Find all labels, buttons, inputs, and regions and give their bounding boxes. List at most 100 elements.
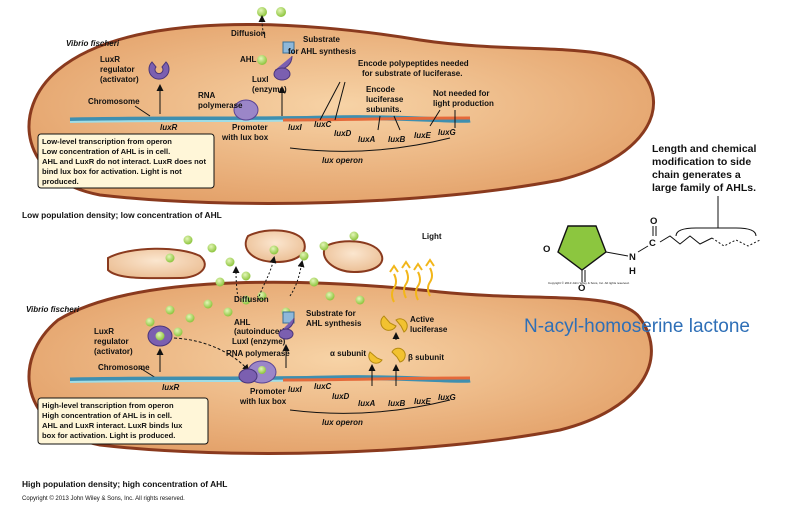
bottom-gene-luxB: luxB: [388, 399, 406, 408]
modification-line-2: modification to side: [652, 156, 751, 168]
modification-line-4: large family of AHLs.: [652, 182, 756, 194]
top-rnapol-label-1: RNA: [198, 91, 216, 100]
atom-c: C: [649, 238, 656, 249]
top-luxi-label-1: LuxI: [252, 75, 268, 84]
top-diffusion-label: Diffusion: [231, 29, 266, 38]
top-encode-poly-1: Encode polypeptides needed: [358, 59, 469, 68]
modification-line-3: chain generates a: [652, 169, 741, 181]
light-rays: [389, 258, 435, 303]
top-luxi-label-2: (enzyme): [252, 85, 287, 94]
copyright: Copyright © 2013 John Wiley & Sons, Inc.…: [22, 495, 185, 502]
bottom-gene-luxD: luxD: [332, 392, 350, 401]
bottom-gene-luxE: luxE: [414, 397, 432, 406]
top-promoter-2: with lux box: [221, 133, 269, 142]
top-luxr-label-3: (activator): [100, 75, 139, 84]
modification-line-1: Length and chemical: [652, 143, 757, 155]
bottom-substrate-1: Substrate for: [306, 309, 356, 318]
bottom-promoter-1: Promoter: [250, 387, 286, 396]
substrate-square: [282, 41, 295, 54]
top-not-needed-2: light production: [433, 99, 494, 108]
bottom-gene-luxR: luxR: [162, 383, 180, 392]
top-luxr-label-2: regulator: [100, 65, 135, 74]
bottom-rnapol-label: RNA polymerase: [226, 349, 290, 358]
bottom-organism-label: Vibrio fischeri: [26, 305, 80, 314]
top-not-needed-1: Not needed for: [433, 89, 489, 98]
top-chromosome-label: Chromosome: [88, 97, 140, 106]
bottom-box-line-1: High-level transcription from operon: [42, 401, 174, 410]
luxr-bound: [238, 368, 258, 384]
bottom-chromosome-label: Chromosome: [98, 363, 150, 372]
bottom-info-box: [37, 397, 209, 445]
ahl-structure: Length and chemical modification to side…: [524, 143, 761, 337]
bottom-gene-luxA: luxA: [358, 399, 376, 408]
bottom-gene-luxI: luxI: [288, 385, 303, 394]
bottom-box-line-2: High concentration of AHL is in cell.: [42, 411, 172, 420]
bottom-substrate-2: AHL synthesis: [306, 319, 362, 328]
bottom-gene-luxG: luxG: [438, 393, 456, 402]
top-promoter-1: Promoter: [232, 123, 268, 132]
top-rnapol-label-2: polymerase: [198, 101, 243, 110]
top-luxr-label-1: LuxR: [100, 55, 120, 64]
bottom-ahl-1: AHL: [234, 318, 251, 327]
top-box-line-2: Low concentration of AHL is in cell.: [42, 147, 170, 156]
top-box-line-1: Low-level transcription from operon: [42, 137, 172, 146]
bottom-gene-luxC: luxC: [314, 382, 332, 391]
top-gene-luxI: luxI: [288, 123, 303, 132]
light-label: Light: [422, 232, 442, 241]
bottom-luxr-3: (activator): [94, 347, 133, 356]
active-luc-2: luciferase: [410, 325, 448, 334]
top-info-box: [37, 133, 215, 189]
top-panel: Vibrio fischeri Diffusion Substrate for …: [22, 7, 656, 220]
neighbor-cell: [107, 247, 206, 280]
bottom-luxr-2: regulator: [94, 337, 129, 346]
molecule-title: N-acyl-homoserine lactone: [524, 316, 750, 337]
atom-h: H: [629, 266, 636, 277]
atom-o-amide: O: [650, 216, 657, 227]
top-gene-luxC: luxC: [314, 120, 332, 129]
small-copyright: Copyright © 2013 John Wiley & Sons, Inc.…: [548, 281, 630, 285]
bottom-luxi-label: LuxI (enzyme): [232, 337, 286, 346]
top-substrate-label-1: Substrate: [303, 35, 340, 44]
active-luciferase: [380, 315, 397, 331]
bottom-panel: Vibrio fischeri: [22, 229, 653, 502]
active-luc-1: Active: [410, 315, 435, 324]
bottom-promoter-2: with lux box: [239, 397, 287, 406]
atom-o-ring: O: [543, 244, 550, 255]
side-chain-brace: [675, 227, 757, 237]
neighbor-cell: [323, 240, 384, 274]
top-encode-poly-2: for substrate of luciferase.: [362, 69, 462, 78]
bottom-box-line-4: box for activation. Light is produced.: [42, 431, 175, 440]
top-caption: Low population density; low concentratio…: [22, 210, 222, 220]
top-gene-luxA: luxA: [358, 135, 376, 144]
top-operon-label: lux operon: [322, 156, 363, 165]
top-substrate-label-2: for AHL synthesis: [288, 47, 357, 56]
top-gene-luxB: luxB: [388, 135, 406, 144]
bottom-luxr-1: LuxR: [94, 327, 114, 336]
top-box-line-3: AHL and LuxR do not interact. LuxR does …: [42, 157, 206, 166]
ahl-molecule: [276, 7, 286, 17]
top-organism-label: Vibrio fischeri: [66, 39, 120, 48]
top-encode-luc-3: subunits.: [366, 105, 402, 114]
ahl-molecule: [257, 7, 267, 17]
atom-n: N: [629, 252, 636, 263]
bottom-diffusion-label: Diffusion: [234, 295, 269, 304]
ahl-cloud: [145, 231, 365, 337]
acyl-chain: [659, 235, 713, 245]
substrate-square: [282, 311, 295, 324]
beta-label: β subunit: [408, 353, 444, 362]
bottom-ahl-2: (autoinducer): [234, 327, 285, 336]
bottom-box-line-3: AHL and LuxR interact. LuxR binds lux: [42, 421, 183, 430]
rna-polymerase: [233, 99, 259, 121]
top-encode-luc-1: Encode: [366, 85, 395, 94]
top-encode-luc-2: luciferase: [366, 95, 404, 104]
top-gene-luxG: luxG: [438, 128, 456, 137]
top-box-line-5: produced.: [42, 177, 79, 186]
bottom-caption: High population density; high concentrat…: [22, 479, 227, 489]
beta-subunit: [391, 347, 406, 363]
ahl-molecule: [257, 55, 267, 65]
top-box-line-4: bind lux box for activation. Light is no…: [42, 167, 182, 176]
top-gene-luxD: luxD: [334, 129, 352, 138]
alpha-subunit: [368, 351, 383, 364]
atom-o-keto: O: [578, 283, 585, 294]
